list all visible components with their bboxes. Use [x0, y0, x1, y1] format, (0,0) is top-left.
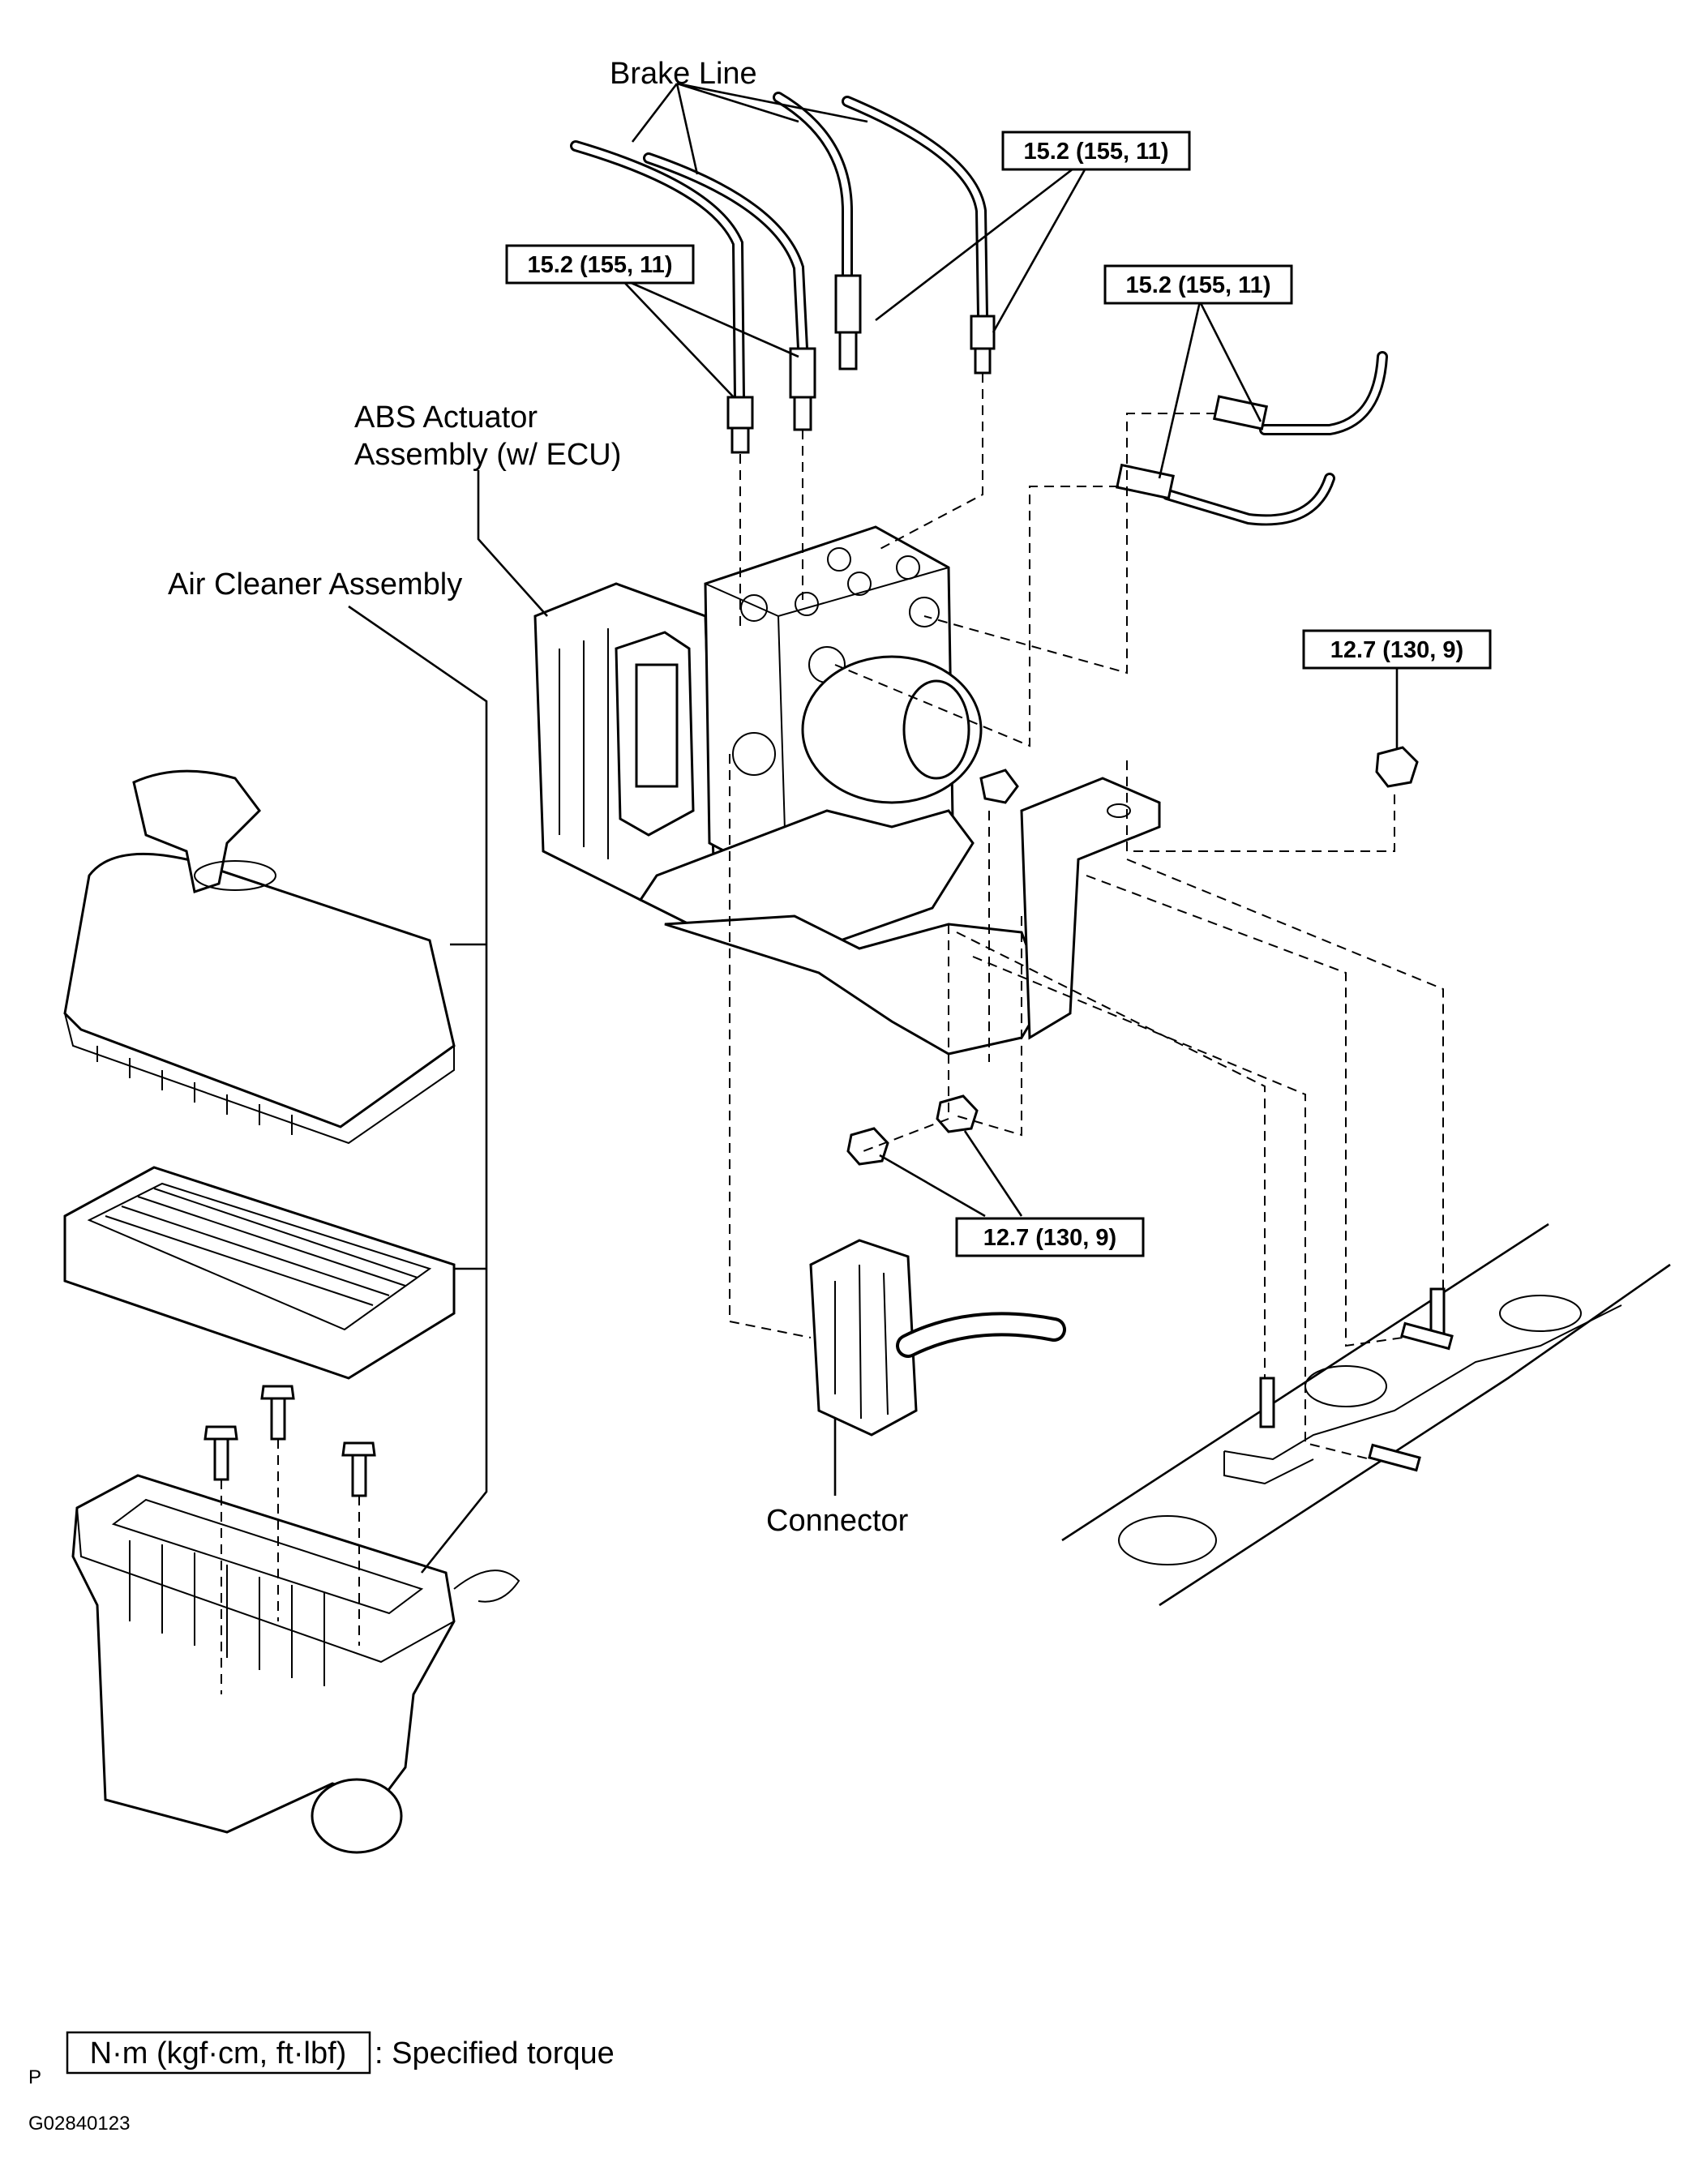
air-cleaner-assembly	[63, 769, 520, 1854]
svg-text:15.2 (155, 11): 15.2 (155, 11)	[1024, 139, 1169, 165]
label-connector: Connector	[766, 1504, 909, 1538]
torque-box-brake-right: 15.2 (155, 11)	[1103, 264, 1293, 305]
svg-text:12.7 (130, 9): 12.7 (130, 9)	[1330, 637, 1463, 663]
label-abs-actuator-line1: ABS Actuator	[354, 400, 538, 435]
label-air-cleaner-assembly: Air Cleaner Assembly	[168, 567, 462, 602]
torque-box-nut-bottom: 12.7 (130, 9)	[955, 1217, 1145, 1257]
legend-unit-box: N·m (kgf·cm, ft·lbf)	[90, 2036, 347, 2071]
svg-text:12.7 (130, 9): 12.7 (130, 9)	[983, 1225, 1116, 1251]
label-brake-line: Brake Line	[610, 57, 757, 91]
figure-code: G02840123	[28, 2113, 130, 2135]
assembly-guide-lines	[221, 373, 1444, 1694]
torque-legend: N·m (kgf·cm, ft·lbf) : Specified torque	[66, 2031, 615, 2075]
torque-box-brake-left: 15.2 (155, 11)	[505, 244, 695, 285]
abs-actuator-assembly	[533, 525, 1161, 1056]
brake-lines	[570, 92, 1388, 526]
svg-text:15.2 (155, 11): 15.2 (155, 11)	[528, 252, 673, 278]
svg-text:15.2 (155, 11): 15.2 (155, 11)	[1126, 272, 1271, 298]
legend-specified-torque: : Specified torque	[375, 2036, 615, 2071]
label-abs-actuator-line2: Assembly (w/ ECU)	[354, 438, 621, 472]
leader-lines	[348, 82, 1399, 1574]
page-mark: P	[28, 2066, 41, 2088]
torque-box-brake-top-right: 15.2 (155, 11)	[1001, 131, 1191, 171]
mounting-nuts	[846, 746, 1419, 1166]
torque-box-nut-right: 12.7 (130, 9)	[1302, 629, 1492, 670]
connector-part	[809, 1239, 1066, 1437]
vehicle-body-panel	[1061, 1223, 1671, 1607]
